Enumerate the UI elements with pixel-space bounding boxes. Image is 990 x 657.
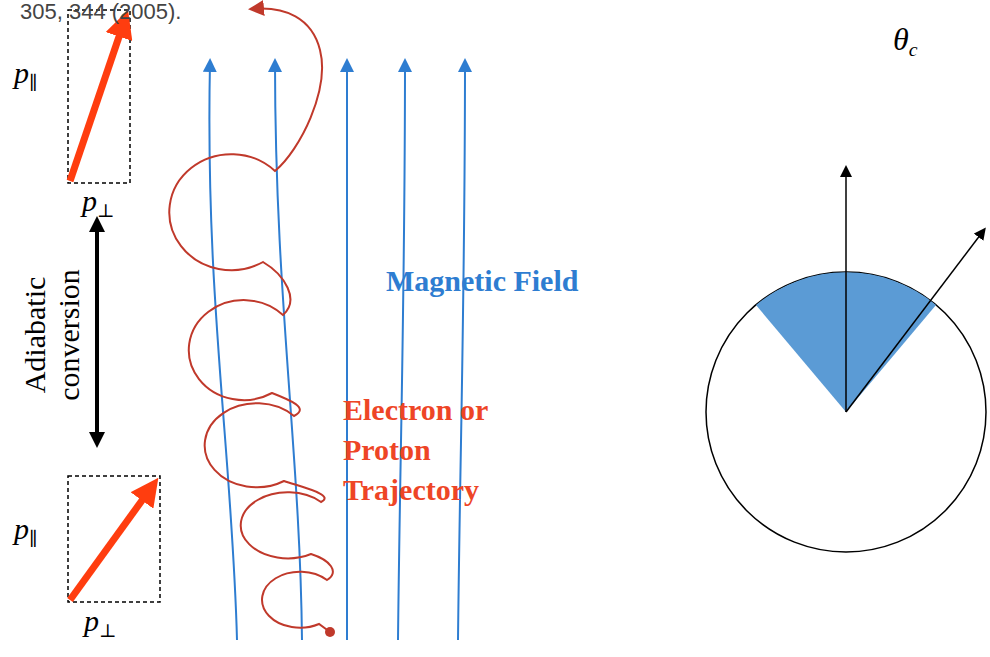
conversion-arrow xyxy=(95,222,99,442)
reference-note: 305, 344 (2005). xyxy=(20,0,181,24)
momentum-label: p∥ xyxy=(14,512,38,549)
trajectory-label: Electron or Proton Trajectory xyxy=(343,390,513,510)
particle-dot xyxy=(325,627,335,637)
momentum-label: p∥ xyxy=(14,56,38,93)
angle-label: θc xyxy=(893,22,918,61)
momentum-arrow xyxy=(70,488,151,600)
momentum-box xyxy=(68,10,130,183)
field-label: Magnetic Field xyxy=(386,264,578,297)
momentum-label: p⊥ xyxy=(84,604,117,641)
momentum-box xyxy=(68,476,160,602)
momentum-label: p⊥ xyxy=(82,184,115,221)
cone-edge-arrow xyxy=(846,230,984,412)
field-axis-arrow xyxy=(845,168,847,412)
field-lines xyxy=(209,62,465,640)
particle-trajectory xyxy=(169,9,333,632)
momentum-arrow xyxy=(70,22,124,181)
conversion-label: Adiabatic conversion xyxy=(18,255,86,415)
